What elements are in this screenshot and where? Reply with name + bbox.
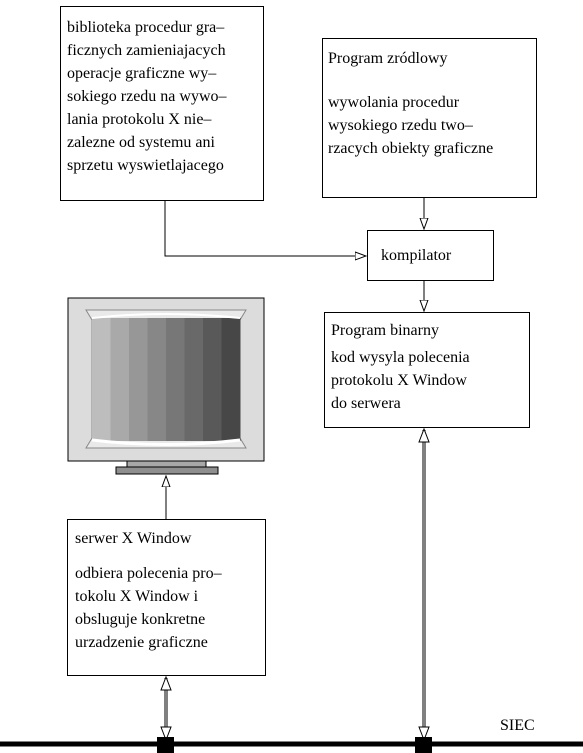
source-program-line: wywolania procedur [328,94,460,111]
compiler-label: kompilator [381,247,452,264]
network-node-binary [415,737,432,753]
source-program-title: Program zródlowy [328,50,448,67]
network-label: SIEC [500,717,535,734]
connector-library-to-compiler [164,201,366,256]
monitor-screen-bar [221,318,241,441]
monitor-screen-bar [147,318,167,441]
library-line: sprzetu wyswietlajacego [67,157,224,174]
network-node-server [157,737,174,753]
x-server-line: urzadzenie graficzne [75,634,208,651]
monitor-screen-bar [203,318,222,441]
monitor-icon [67,297,265,475]
library-box: biblioteka procedur gra– ficznych zamien… [60,6,264,201]
binary-program-box: Program binarny kod wysyla polecenia pro… [324,312,530,428]
source-program-line: wysokiego rzedu two– [328,117,473,134]
monitor-screen-bar [110,318,130,441]
source-program-box: Program zródlowy wywolania procedur wyso… [322,38,537,198]
library-line: operacje graficzne wy– [67,65,217,82]
binary-program-line: protokolu X Window [331,372,467,389]
library-line: biblioteka procedur gra– [67,19,225,36]
library-line: sokiego rzedu na wywo– [67,88,227,105]
binary-program-title: Program binarny [331,322,439,339]
library-line: lania protokolu X nie– [67,111,212,128]
monitor-screen-bars [92,318,241,441]
monitor-screen-bar [129,318,148,441]
x-server-line: odbiera polecenia pro– [75,565,222,582]
connector-binary-network [418,427,430,742]
monitor-screen-bar [92,318,111,441]
source-program-line: rzacych obiekty graficzne [328,140,494,157]
monitor-screen-bar [166,318,185,441]
x-server-line: obsluguje konkretne [75,611,206,628]
x-server-title: serwer X Window [75,530,192,547]
monitor-stand-neck [126,460,207,468]
monitor-screen-bar [184,318,204,441]
library-line: ficznych zamieniajacych [67,42,226,59]
monitor-stand-base [115,466,219,475]
x-server-box: serwer X Window odbiera polecenia pro– t… [67,519,266,676]
compiler-box: kompilator [367,230,494,281]
x-server-line: tokolu X Window i [75,588,199,605]
library-line: zalezne od systemu ani [67,134,215,151]
binary-program-line: kod wysyla polecenia [331,349,470,366]
binary-program-line: do serwera [331,395,401,412]
connector-server-network [160,675,172,742]
